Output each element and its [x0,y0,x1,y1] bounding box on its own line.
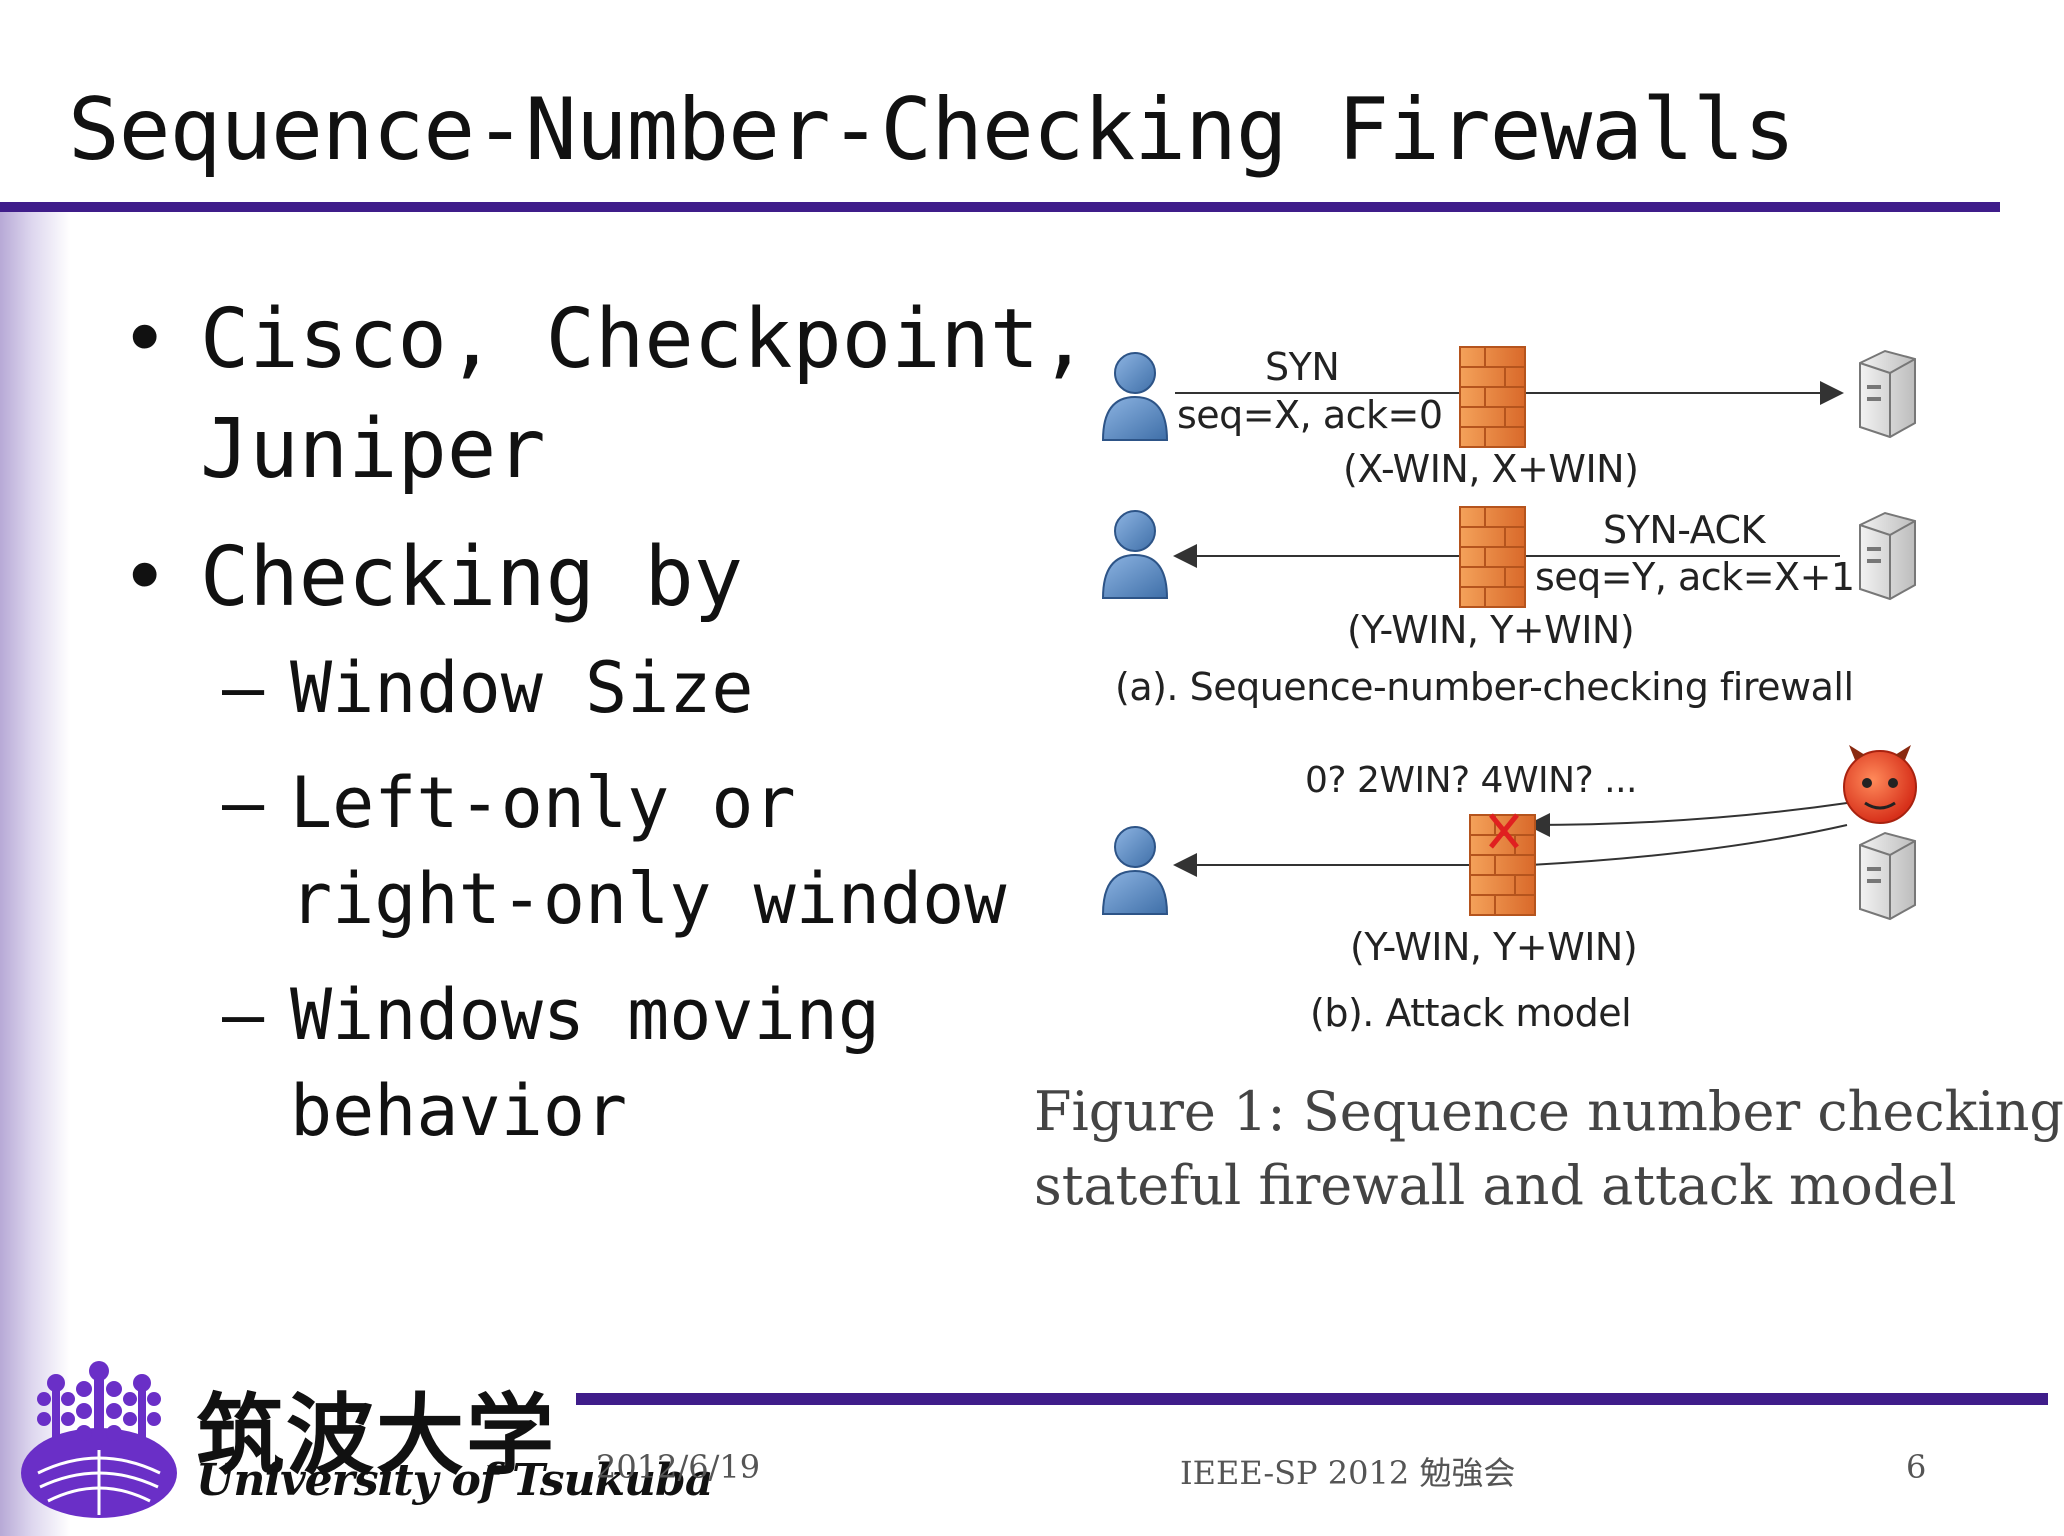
dash-marker: – [222,974,265,1056]
synack-window-label: (Y-WIN, Y+WIN) [1347,608,1635,652]
dash-marker: – [222,647,265,729]
dash-marker: – [222,762,265,844]
university-name-en: University of Tsukuba [196,1455,713,1506]
synack-label: SYN-ACK [1603,508,1765,552]
page-number: 6 [1906,1448,1927,1486]
footer-rule [576,1393,2048,1405]
synack-seq-label: seq=Y, ack=X+1 [1535,555,1855,599]
syn-seq-label: seq=X, ack=0 [1177,393,1443,437]
server-icon [1859,511,1916,601]
figure-drawing [1101,346,1917,921]
bullet-text-cont: Juniper [200,402,546,497]
firewall-icon [1459,506,1526,608]
footer-date: 2012/6/19 [596,1448,761,1486]
bullet-marker: • [120,292,170,387]
firewall-figure: SYN seq=X, ack=0 (X-WIN, X+WIN) SYN-ACK … [1095,335,1935,1055]
bullet-marker: • [120,530,170,625]
footer-event: IEEE-SP 2012 勉強会 [1180,1454,1516,1492]
attack-window-label: (Y-WIN, Y+WIN) [1350,925,1638,969]
attacker-icon [1843,745,1917,824]
user-icon [1101,352,1169,441]
server-icon [1859,831,1916,921]
figure-caption: Figure 1: Sequence number checking state… [1034,1075,2064,1223]
university-name-jp: 筑波大学 [196,1383,557,1487]
sub-bullet-text-cont: right-only window [290,858,1007,940]
figure-caption-line1: Figure 1: Sequence number checking [1034,1080,2064,1143]
server-path-arrow [1529,824,1848,866]
figure-b-caption: (b). Attack model [1310,991,1632,1035]
server-icon [1859,349,1916,439]
slide-title: Sequence-Number-Checking Firewalls [68,80,1795,180]
user-icon [1101,826,1169,915]
sub-bullet-text: Left-only or [290,762,796,844]
blocked-x-icon [1489,813,1519,849]
university-logo-icon [21,1361,177,1518]
user-icon [1101,510,1169,599]
figure-caption-line2: stateful firewall and attack model [1034,1154,1957,1217]
sub-bullet-text-cont: behavior [290,1070,628,1152]
sub-bullet-text: Windows moving [290,974,881,1056]
syn-window-label: (X-WIN, X+WIN) [1343,447,1639,491]
sub-bullet-text: Window Size [290,647,754,729]
probe-arrow [1526,802,1848,837]
bullet-text: Cisco, Checkpoint, [200,292,1089,387]
bullet-text: Checking by [200,530,744,625]
side-gradient [0,205,70,1536]
firewall-icon [1459,346,1526,448]
title-rule [0,202,2000,212]
figure-a-caption: (a). Sequence-number-checking firewall [1115,665,1854,709]
probe-label: 0? 2WIN? 4WIN? ... [1305,760,1637,801]
syn-label: SYN [1265,345,1340,389]
